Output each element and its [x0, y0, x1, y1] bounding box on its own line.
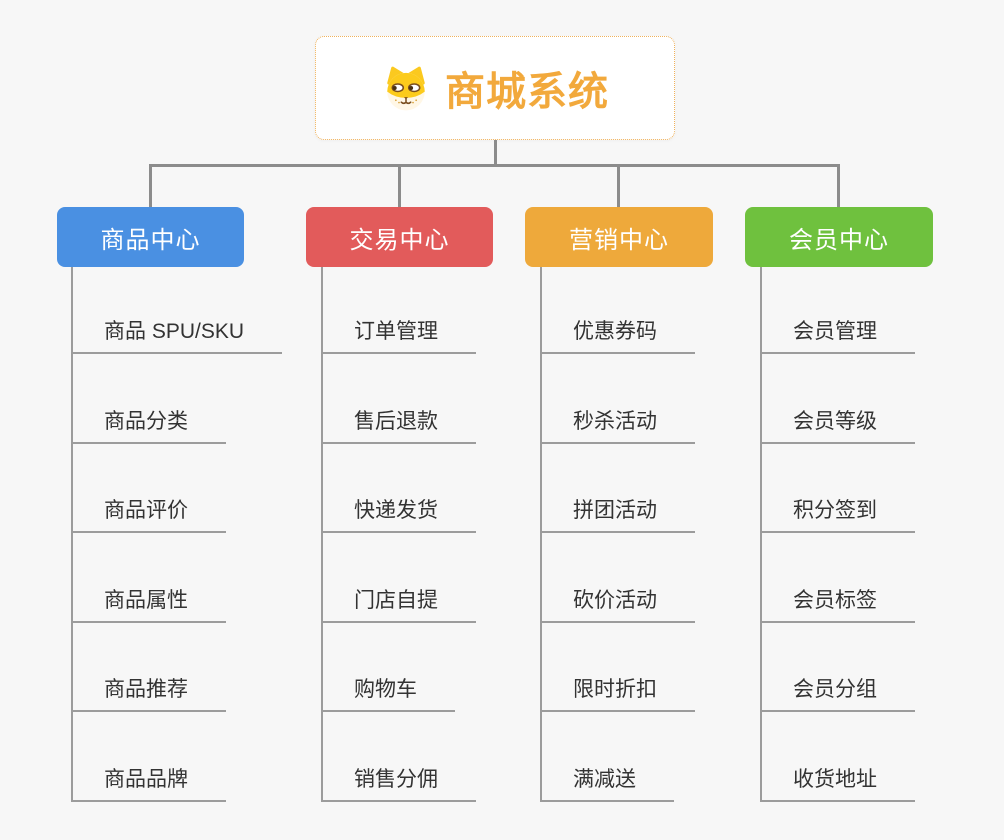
subtopic-label: 销售分佣 [323, 763, 476, 802]
subtopic-row: 会员等级 [762, 354, 915, 444]
subtopic-label: 商品品牌 [73, 763, 226, 802]
subtopic-label: 售后退款 [323, 405, 476, 444]
subtopic-row: 拼团活动 [542, 444, 695, 533]
subtopic-label: 购物车 [323, 673, 455, 712]
connector-root-stub [493, 140, 497, 167]
subtopic-row: 购物车 [323, 623, 476, 712]
subtopic-label: 会员管理 [762, 315, 915, 354]
root-topic: 商城系统 [315, 36, 675, 140]
branch-box-marketing-center: 营销中心 [525, 207, 713, 267]
subtopic-row: 商品属性 [73, 533, 282, 623]
subtopic-label: 砍价活动 [542, 584, 695, 623]
branch-children-trade-center: 订单管理 售后退款 快递发货 门店自提 购物车 销售分佣 [321, 267, 476, 802]
connector-drop-branch-3 [617, 164, 620, 207]
branch-box-product-center: 商品中心 [57, 207, 244, 267]
branch-box-trade-center: 交易中心 [306, 207, 493, 267]
dog-face-icon [387, 66, 425, 110]
subtopic-label: 商品分类 [73, 405, 226, 444]
subtopic-label: 积分签到 [762, 494, 915, 533]
subtopic-row: 售后退款 [323, 354, 476, 444]
connector-drop-branch-2 [397, 164, 401, 207]
subtopic-row: 商品分类 [73, 354, 282, 444]
subtopic-row: 收货地址 [762, 712, 915, 802]
branch-children-marketing-center: 优惠券码 秒杀活动 拼团活动 砍价活动 限时折扣 满减送 [540, 267, 695, 802]
subtopic-label: 会员等级 [762, 405, 915, 444]
subtopic-label: 限时折扣 [542, 673, 695, 712]
subtopic-label: 会员分组 [762, 673, 915, 712]
subtopic-label: 收货地址 [762, 763, 915, 802]
subtopic-label: 门店自提 [323, 584, 476, 623]
subtopic-row: 快递发货 [323, 444, 476, 533]
subtopic-row: 商品品牌 [73, 712, 282, 802]
subtopic-label: 秒杀活动 [542, 405, 695, 444]
subtopic-row: 订单管理 [323, 267, 476, 354]
branch-box-member-center: 会员中心 [745, 207, 933, 267]
root-topic-title: 商城系统 [445, 70, 609, 114]
subtopic-row: 会员管理 [762, 267, 915, 354]
subtopic-row: 优惠券码 [542, 267, 695, 354]
connector-drop-branch-4 [836, 164, 840, 207]
subtopic-row: 满减送 [542, 712, 695, 802]
subtopic-row: 会员分组 [762, 623, 915, 712]
subtopic-row: 限时折扣 [542, 623, 695, 712]
subtopic-label: 优惠券码 [542, 315, 695, 354]
subtopic-label: 商品推荐 [73, 673, 226, 712]
subtopic-row: 销售分佣 [323, 712, 476, 802]
subtopic-row: 秒杀活动 [542, 354, 695, 444]
subtopic-row: 商品 SPU/SKU [73, 267, 283, 354]
subtopic-label: 满减送 [542, 763, 674, 802]
subtopic-row: 积分签到 [762, 444, 915, 533]
connector-drop-branch-1 [148, 164, 152, 207]
subtopic-row: 门店自提 [323, 533, 476, 623]
branch-children-product-center: 商品 SPU/SKU 商品分类 商品评价 商品属性 商品推荐 商品品牌 [71, 267, 283, 802]
subtopic-row: 砍价活动 [542, 533, 695, 623]
subtopic-row: 会员标签 [762, 533, 915, 623]
subtopic-label: 订单管理 [323, 315, 476, 354]
subtopic-label: 快递发货 [323, 494, 476, 533]
connector-horizontal-bar [148, 164, 840, 167]
subtopic-label: 拼团活动 [542, 494, 695, 533]
subtopic-row: 商品评价 [73, 444, 282, 533]
subtopic-label: 商品 SPU/SKU [73, 315, 283, 354]
branch-children-member-center: 会员管理 会员等级 积分签到 会员标签 会员分组 收货地址 [760, 267, 915, 802]
subtopic-label: 商品评价 [73, 494, 226, 533]
subtopic-row: 商品推荐 [73, 623, 282, 712]
subtopic-label: 商品属性 [73, 584, 226, 623]
subtopic-label: 会员标签 [762, 584, 915, 623]
